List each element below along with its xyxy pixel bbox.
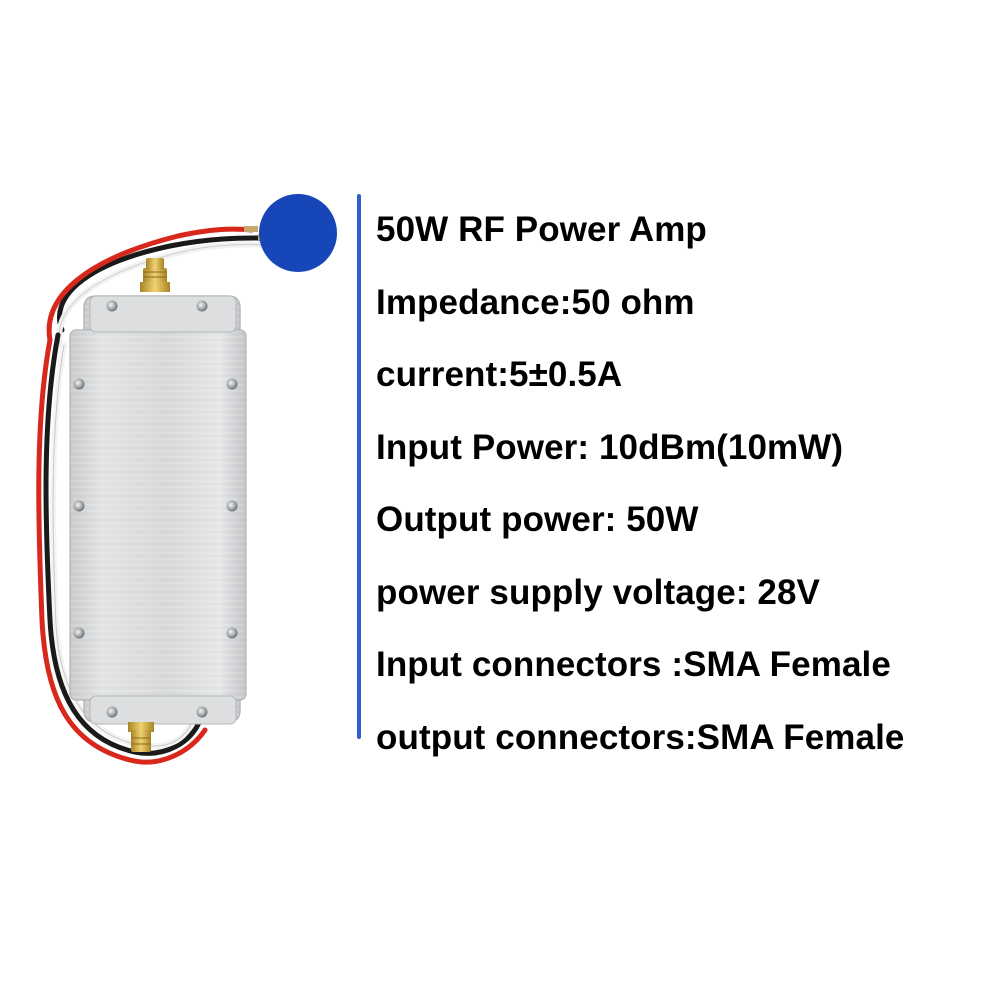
rf-amplifier-illustration <box>36 226 278 765</box>
black-wire-top <box>56 235 265 333</box>
spec-supply-voltage: power supply voltage: 28V <box>376 572 820 612</box>
spec-current: current:5±0.5A <box>376 355 623 394</box>
sma-connector-bottom <box>128 722 154 752</box>
red-wire-top <box>46 226 255 343</box>
spec-output-connectors: output connectors:SMA Female <box>376 717 905 757</box>
sma-connector-top <box>140 258 170 292</box>
spec-output-power: Output power: 50W <box>376 500 699 539</box>
spec-list: 50W RF Power Amp Impedance:50 ohm curren… <box>376 200 996 780</box>
rf-amplifier-module-image <box>0 0 360 1000</box>
spec-input-power: Input Power: 10dBm(10mW) <box>376 427 844 467</box>
vertical-divider <box>357 194 361 739</box>
housing-screws <box>73 300 238 718</box>
black-wire-left <box>43 332 203 756</box>
spec-impedance: Impedance:50 ohm <box>376 282 695 322</box>
spec-title: 50W RF Power Amp <box>376 210 707 249</box>
blue-circle-icon <box>259 194 337 272</box>
red-wire-left <box>36 337 208 765</box>
spec-input-connectors: Input connectors :SMA Female <box>376 645 891 684</box>
